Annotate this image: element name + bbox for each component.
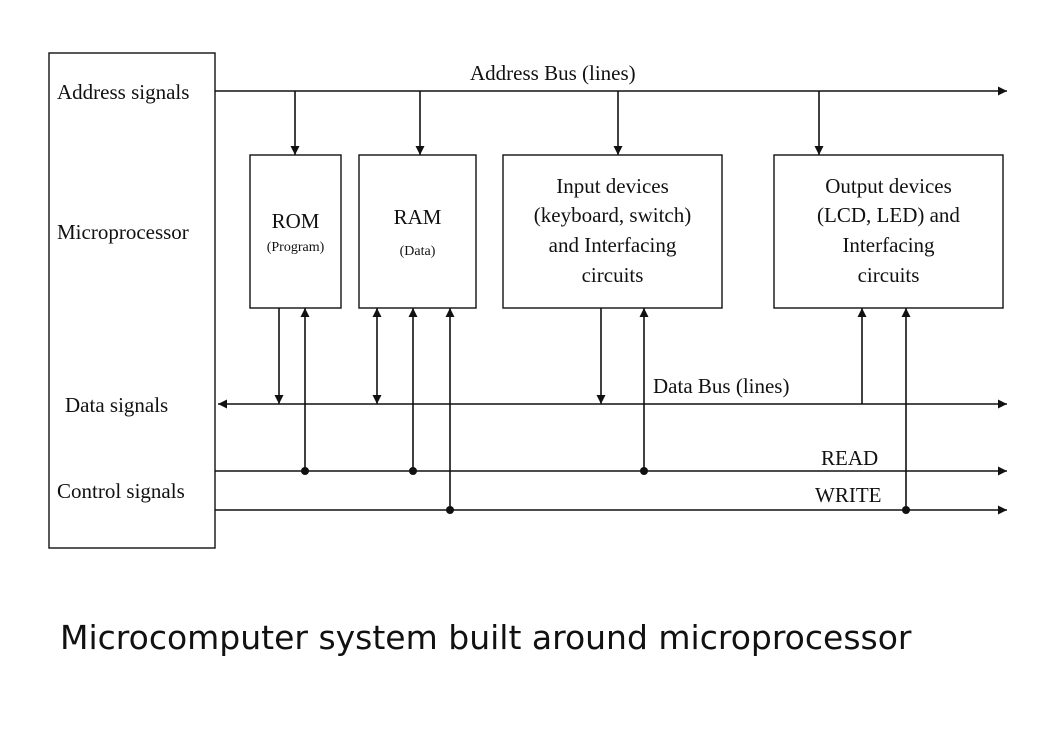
data-bus-label: Data Bus (lines) — [653, 374, 789, 398]
address-bus-label: Address Bus (lines) — [470, 61, 636, 85]
address-signals-label: Address signals — [57, 80, 189, 104]
input-devices-line-3: and Interfacing — [549, 233, 677, 257]
read-label: READ — [821, 446, 878, 470]
write-label: WRITE — [815, 483, 881, 507]
input-devices-line-1: Input devices — [556, 174, 669, 198]
rom-block — [249, 154, 342, 309]
rom-subtitle: (Program) — [267, 240, 325, 255]
data-signals-label: Data signals — [65, 393, 168, 417]
output-devices-line-1: Output devices — [825, 174, 952, 198]
ram-block — [358, 154, 477, 309]
microprocessor-label: Microprocessor — [57, 220, 189, 244]
output-write-junction — [902, 506, 910, 514]
rom-title: ROM — [272, 209, 320, 233]
rom-read-junction — [301, 467, 309, 475]
output-devices-block — [773, 154, 1004, 309]
figure-caption: Microcomputer system built around microp… — [60, 618, 912, 657]
output-devices-line-3: Interfacing — [842, 233, 935, 257]
input-read-junction — [640, 467, 648, 475]
ram-title: RAM — [394, 205, 442, 229]
input-devices-line-4: circuits — [582, 263, 644, 287]
input-devices-line-2: (keyboard, switch) — [534, 203, 691, 227]
ram-write-junction — [446, 506, 454, 514]
ram-read-junction — [409, 467, 417, 475]
control-signals-label: Control signals — [57, 479, 185, 503]
output-devices-line-2: (LCD, LED) and — [817, 203, 960, 227]
ram-subtitle: (Data) — [400, 244, 436, 259]
microprocessor-block — [48, 52, 216, 549]
output-devices-line-4: circuits — [858, 263, 920, 287]
input-devices-block — [502, 154, 723, 309]
